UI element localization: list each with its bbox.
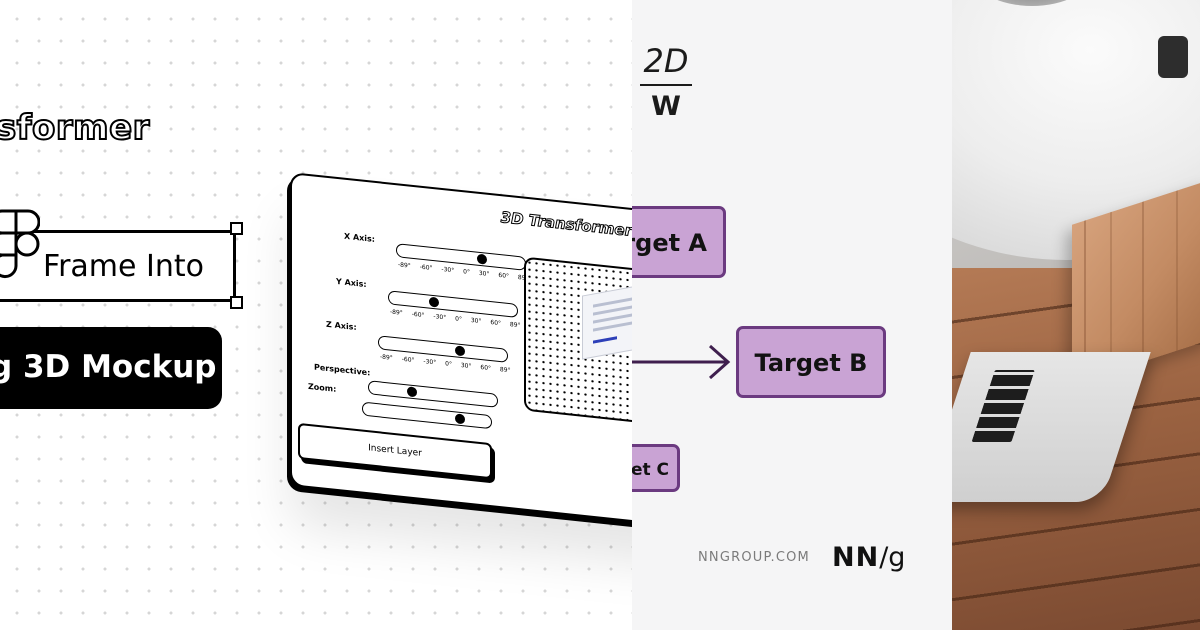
plugin-title: 3D Transformer <box>500 208 632 241</box>
target-a-box: Target A <box>632 206 726 278</box>
nngroup-logo-suffix: /g <box>879 542 906 573</box>
fraction: 2D W <box>640 42 692 122</box>
mockup-pill-text: g 3D Mockup <box>0 349 217 385</box>
frame-selection-box: Frame Into <box>0 230 236 302</box>
selection-handle-bottom-right <box>230 296 243 309</box>
preview-mockup-thumbnail <box>582 279 632 360</box>
y-axis-slider-knob[interactable] <box>429 296 439 308</box>
insert-layer-label: Insert Layer <box>368 443 422 459</box>
perspective-label: Perspective: <box>314 362 371 378</box>
y-axis-label: Y Axis: <box>336 276 367 290</box>
fraction-denominator: W <box>651 91 681 122</box>
zoom-slider[interactable] <box>362 401 492 430</box>
frame-label: Frame Into <box>43 249 204 284</box>
nngroup-logo: NN/g <box>832 542 905 573</box>
plugin-mockup-card: 3D Transformer X Axis: -89° -60° -30° 0°… <box>290 172 632 531</box>
zoom-label: Zoom: <box>308 381 337 394</box>
photo-plate-center <box>972 0 1092 6</box>
mockup-pill: g 3D Mockup <box>0 327 222 409</box>
selection-handle-top-right <box>230 222 243 235</box>
nngroup-logo-strong: NN <box>832 542 880 573</box>
preview-canvas <box>524 256 632 432</box>
preview-row <box>593 336 617 344</box>
insert-layer-button[interactable]: Insert Layer <box>298 422 492 480</box>
figma-logo-icon <box>0 209 40 279</box>
z-axis-label: Z Axis: <box>326 319 357 333</box>
nngroup-url: NNGROUP.COM <box>698 550 810 565</box>
hero-title: sformer <box>0 107 150 149</box>
perspective-slider-knob[interactable] <box>407 386 417 398</box>
arrow-right-icon <box>632 344 731 380</box>
z-axis-slider-knob[interactable] <box>455 345 465 357</box>
left-panel: sformer Frame Into g 3D Mockup 3D Transf… <box>0 0 632 630</box>
fraction-bar <box>640 84 692 86</box>
x-axis-label: X Axis: <box>344 231 376 244</box>
target-b-label: Target B <box>754 349 868 377</box>
fraction-numerator: 2D <box>643 42 689 80</box>
laptop-photo <box>952 0 1200 630</box>
target-c-label: et C <box>632 460 669 480</box>
x-axis-slider-knob[interactable] <box>477 253 487 265</box>
photo-cup <box>1158 36 1188 78</box>
target-b-box: Target B <box>736 326 886 398</box>
target-c-box: et C <box>632 444 680 492</box>
photo-laptop-keys <box>971 370 1035 442</box>
target-a-label: Target A <box>632 229 707 257</box>
zoom-slider-knob[interactable] <box>455 413 465 425</box>
middle-panel: 2D W Target A Target B et C NNGROUP.COM … <box>632 0 952 630</box>
